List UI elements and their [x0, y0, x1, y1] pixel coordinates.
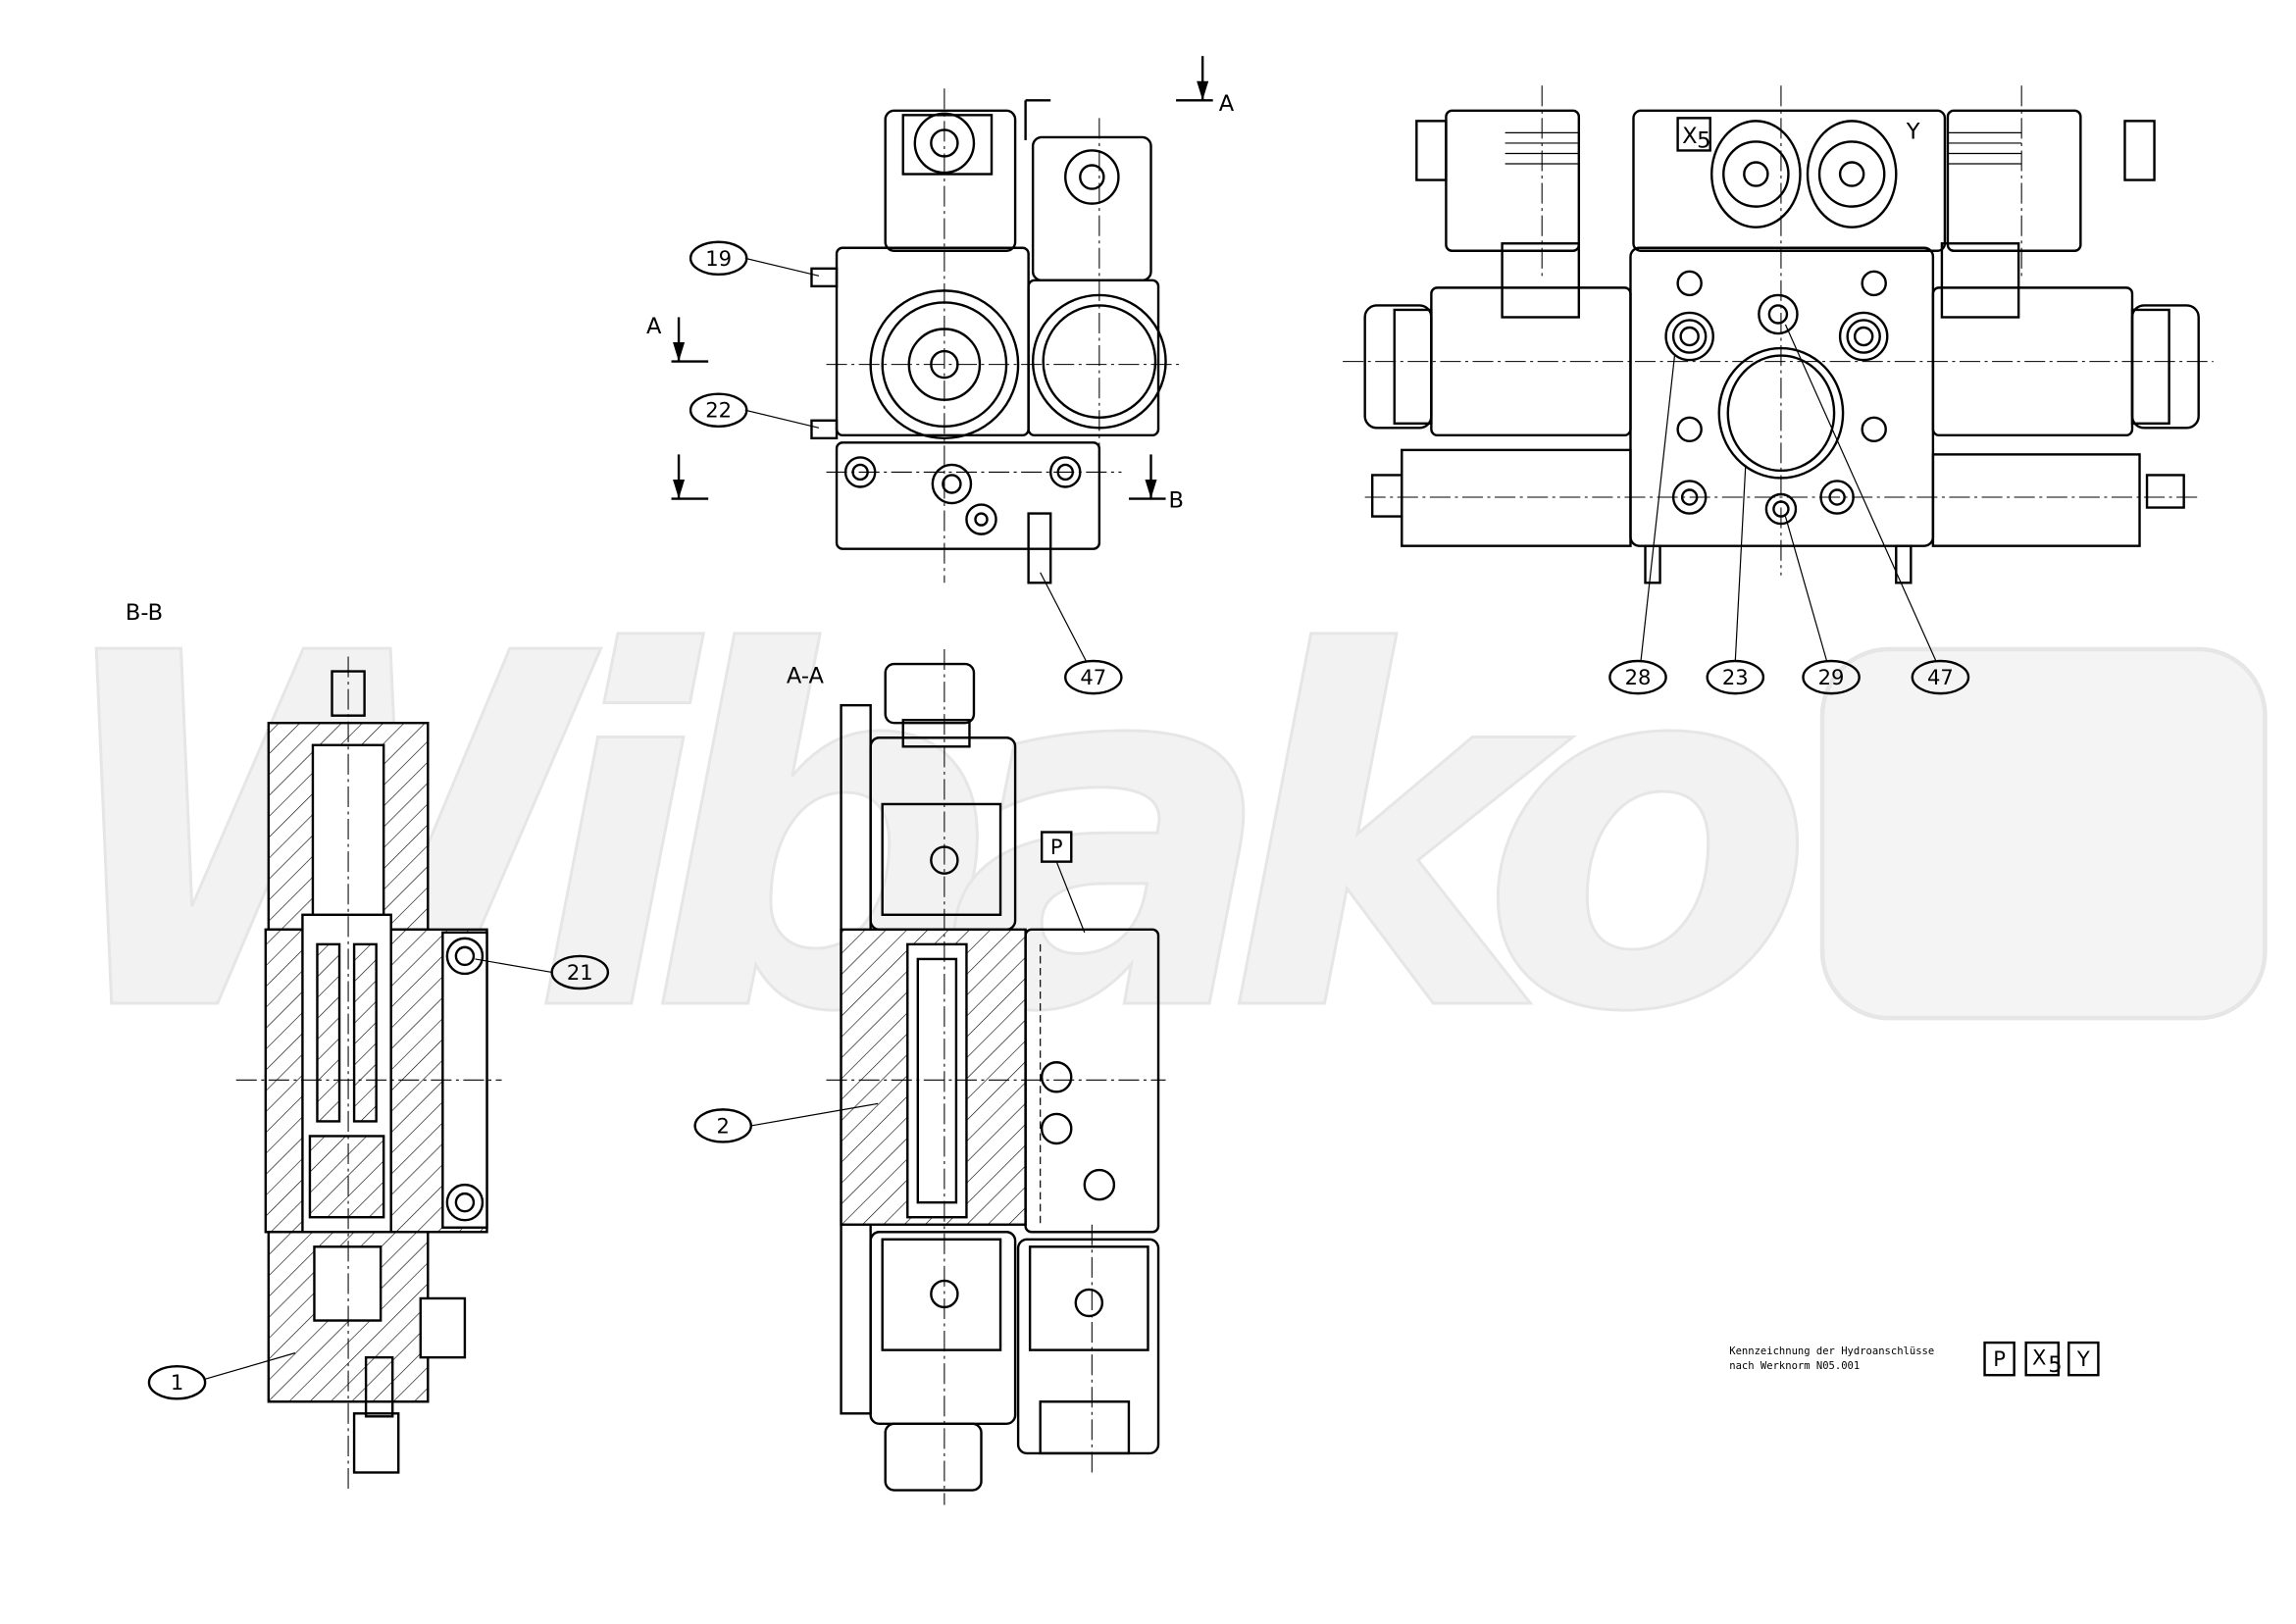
balloon-29: 29 [1784, 516, 1861, 695]
section-label-bb: B-B [126, 600, 163, 626]
svg-text:Kennzeichnung der Hydroanschlü: Kennzeichnung der Hydroanschlüsse [1729, 1345, 1934, 1357]
svg-text:Y: Y [1906, 119, 1920, 144]
svg-text:28: 28 [1625, 665, 1652, 689]
svg-text:5: 5 [1697, 127, 1710, 153]
svg-text:47: 47 [1080, 665, 1106, 689]
svg-text:5: 5 [2048, 1352, 2062, 1378]
svg-text:21: 21 [567, 960, 593, 985]
svg-text:Y: Y [2076, 1346, 2090, 1371]
svg-text:2: 2 [717, 1113, 730, 1138]
svg-text:19: 19 [705, 246, 732, 271]
svg-text:29: 29 [1818, 665, 1845, 689]
balloon-22: 22 [689, 392, 820, 429]
svg-text:22: 22 [705, 398, 732, 423]
legend-port-p: P [1983, 1341, 2015, 1377]
section-label-aa: A-A [787, 664, 825, 689]
balloon-47-right: 47 [1784, 324, 1970, 695]
section-cut-marker-a-top: A [1176, 56, 1235, 117]
balloon-1: 1 [147, 1352, 296, 1400]
section-cut-marker-b-right: B [1128, 454, 1184, 514]
legend-port-y: Y [2067, 1341, 2100, 1377]
balloon-2: 2 [693, 1102, 879, 1143]
balloon-23: 23 [1706, 464, 1765, 695]
svg-text:X: X [1682, 124, 1697, 149]
svg-text:P: P [1050, 835, 1063, 859]
svg-text:A: A [1219, 91, 1235, 117]
svg-text:47: 47 [1927, 665, 1954, 689]
balloon-47-top: 47 [1040, 572, 1123, 695]
port-marking-note: Kennzeichnung der Hydroanschlüsse nach W… [1729, 1341, 2100, 1378]
svg-text:A: A [646, 314, 662, 339]
watermark-badge [1819, 646, 2268, 1021]
svg-text:23: 23 [1722, 665, 1749, 689]
balloon-28: 28 [1608, 354, 1676, 695]
svg-text:X: X [2032, 1345, 2046, 1370]
section-bb-view [235, 656, 502, 1491]
svg-text:B: B [1169, 488, 1184, 514]
svg-text:P: P [1993, 1346, 2006, 1371]
top-view [810, 88, 1181, 584]
svg-text:1: 1 [171, 1370, 183, 1395]
section-aa-view: P [826, 648, 1166, 1505]
section-cut-marker-a-left: A [646, 314, 709, 500]
svg-text:nach Werknorm N05.001: nach Werknorm N05.001 [1729, 1360, 1860, 1372]
front-view: X 5 Y [1343, 85, 2214, 584]
balloon-19: 19 [689, 240, 820, 277]
balloon-21: 21 [475, 954, 610, 990]
